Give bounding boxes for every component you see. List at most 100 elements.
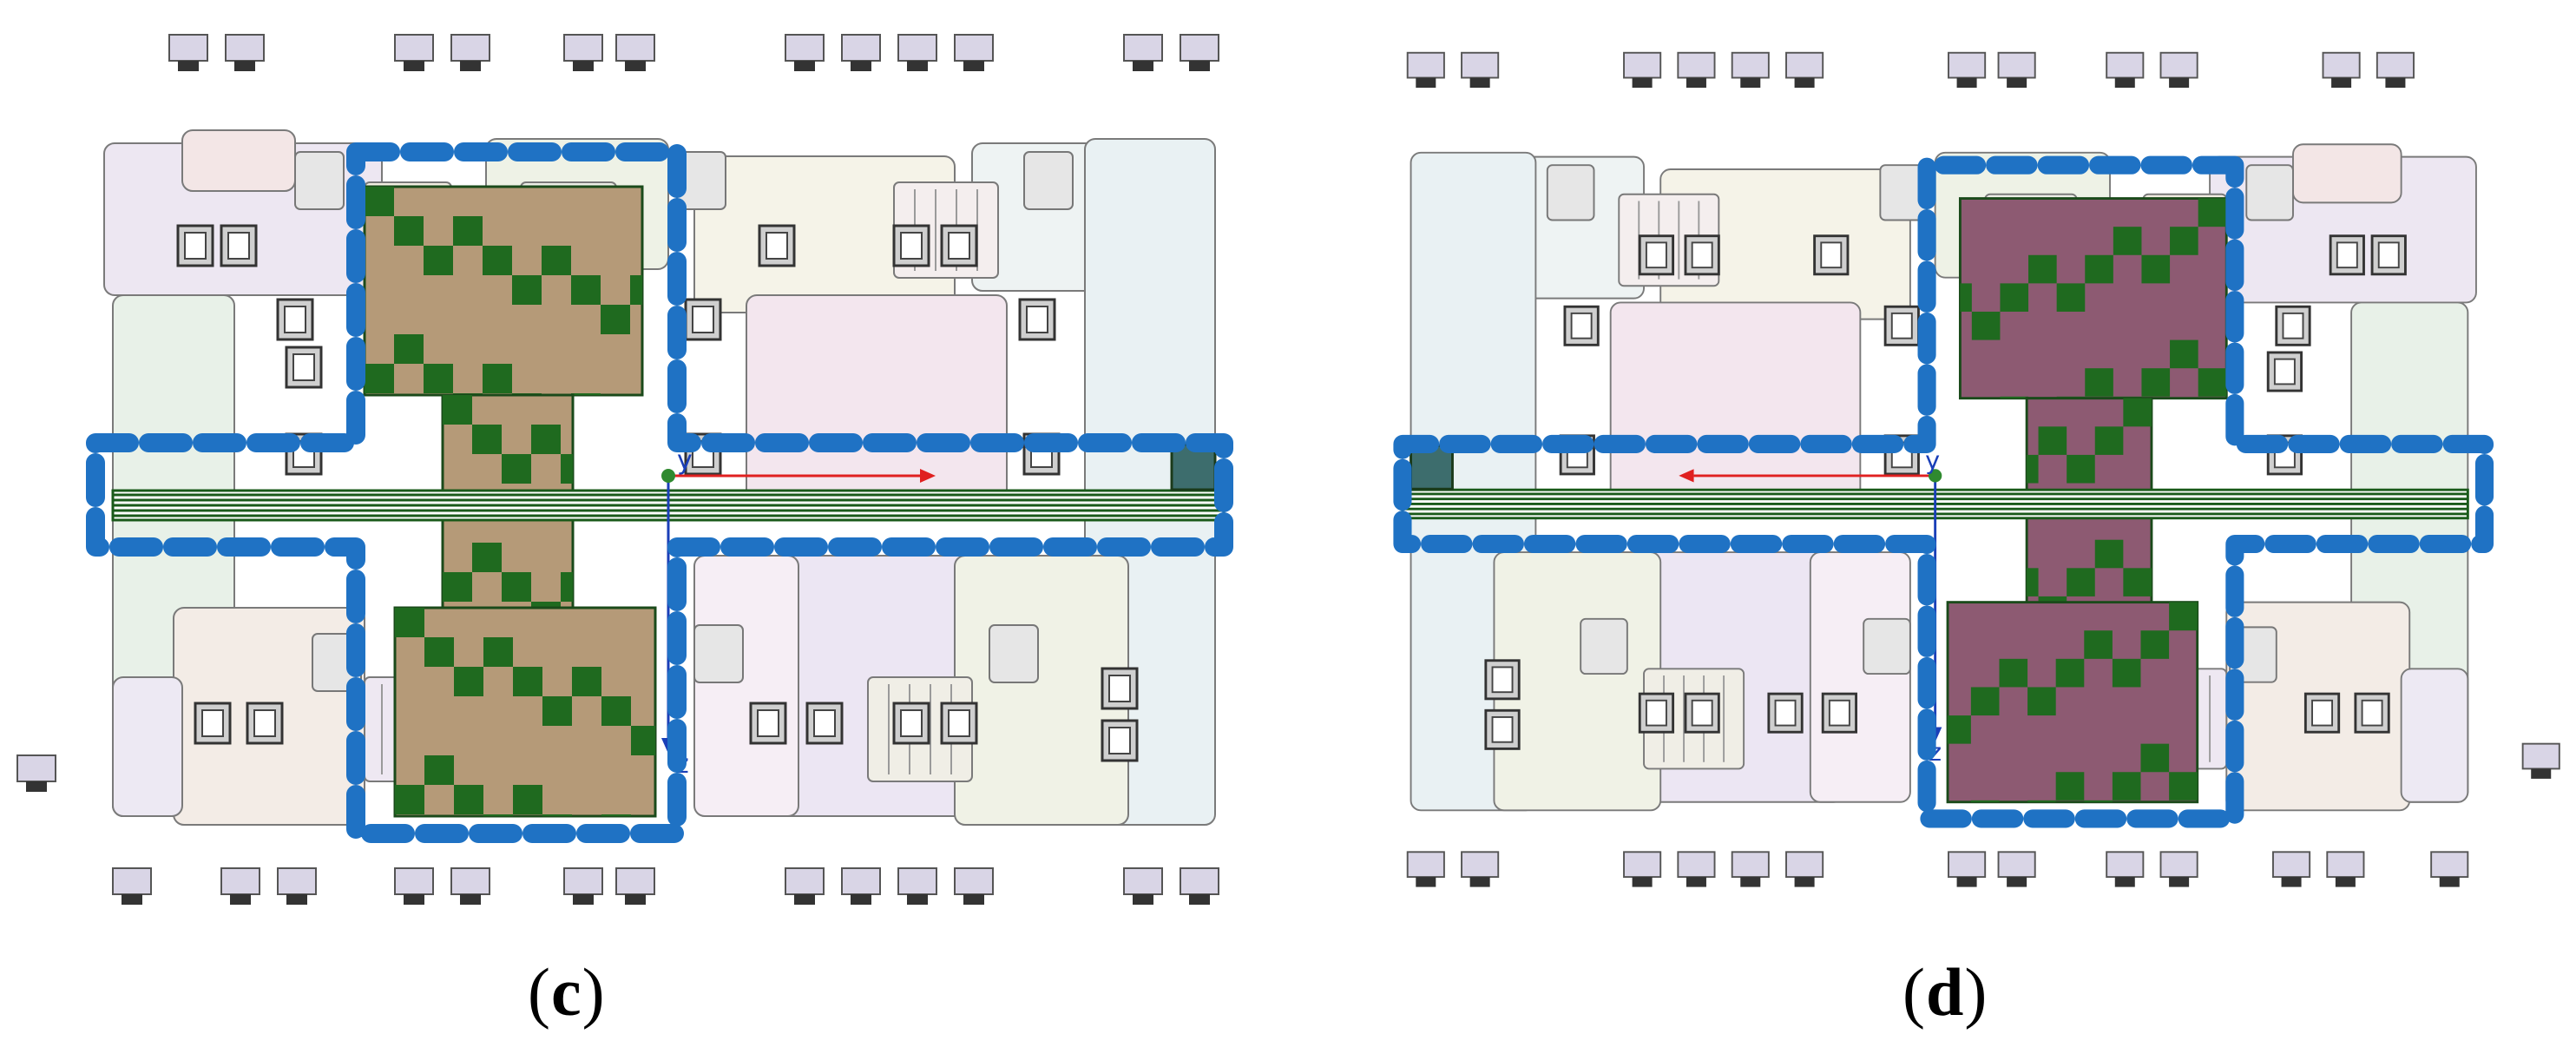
highlight-dashed-outline [86, 142, 1233, 843]
proof-mass-cell [2055, 658, 2085, 688]
capacitor-core [900, 709, 923, 737]
proof-mass-cell [513, 667, 542, 696]
bond-pad [1123, 867, 1163, 905]
sense-capacitor [2329, 234, 2365, 276]
capacitor-core [1570, 312, 1593, 339]
sense-capacitor [2266, 351, 2303, 392]
axis-origin [1928, 469, 1942, 483]
proof-mass-cell [571, 275, 601, 305]
proof-mass-cell [394, 334, 424, 364]
proof-mass-cell [395, 785, 424, 814]
proof-mass-cell [2094, 426, 2124, 455]
proof-mass-cell [2112, 658, 2141, 688]
bond-pad-body [1180, 867, 1219, 895]
bond-pad [897, 34, 937, 71]
bond-pad-contact [625, 61, 646, 71]
bond-pad [954, 867, 994, 905]
proof-mass-cell [631, 726, 655, 755]
proof-mass-cell [2085, 254, 2113, 284]
bond-pad-contact [122, 894, 142, 905]
sense-capacitor [1883, 305, 1920, 346]
sense-capacitor [2275, 305, 2311, 346]
bond-pad [2521, 742, 2560, 779]
bond-pad [225, 34, 265, 71]
capacitor-core [948, 232, 970, 260]
capacitor-core [1828, 699, 1850, 727]
bond-pad [450, 867, 490, 905]
capacitor-core [1890, 312, 1913, 339]
bond-pad [1677, 51, 1716, 89]
bond-pad-contact [963, 61, 984, 71]
proof-mass-cell [630, 275, 642, 305]
bond-pad-body [2106, 51, 2145, 79]
proof-mass-cell [454, 667, 483, 696]
bond-pad-contact [26, 781, 47, 792]
sense-capacitor [285, 346, 323, 389]
proof-mass-lower [1946, 601, 2199, 804]
proof-mass-cell [2113, 227, 2142, 255]
proof-mass [1946, 197, 2228, 804]
structure-block [1809, 551, 1911, 803]
capacitor-core [1491, 666, 1514, 694]
proof-mass-cell [483, 364, 512, 393]
bond-pad-contact [794, 61, 815, 71]
capacitor-core [227, 232, 250, 260]
bond-pad [1785, 851, 1824, 887]
sense-capacitor [749, 702, 787, 745]
capacitor-core [766, 232, 788, 260]
bond-pad-body [394, 867, 434, 895]
bond-pad-body [841, 34, 881, 62]
anchor-pad [989, 624, 1039, 683]
bond-pad-body [1461, 851, 1500, 879]
proof-mass-cell [561, 572, 573, 602]
bond-pad-body [2326, 851, 2365, 879]
proof-mass-cell [542, 696, 572, 726]
proof-mass-cell [2123, 398, 2152, 427]
bond-pad-contact [1686, 77, 1706, 89]
bond-pad [785, 34, 825, 71]
bond-pad-body [2106, 851, 2145, 879]
axis-origin [661, 469, 675, 483]
bond-pad-body [394, 34, 434, 62]
capacitor-core [1645, 241, 1667, 269]
bond-pad-contact [2531, 768, 2552, 779]
proof-mass-cell [2000, 283, 2029, 312]
bond-pad [1948, 851, 1987, 887]
capacitor-core [1108, 675, 1131, 702]
proof-mass-cell [2170, 339, 2198, 369]
bond-pad-body [563, 867, 603, 895]
bond-pad-body [1406, 51, 1445, 79]
capacitor-core [1820, 241, 1843, 269]
bond-pad-body [1731, 51, 1770, 79]
sense-capacitor [892, 224, 930, 267]
capacitor-core [1691, 699, 1713, 727]
proof-mass-upper [1958, 197, 2228, 400]
bond-pad-contact [2007, 877, 2027, 887]
bond-pad [1948, 51, 1987, 89]
bond-pad-body [1623, 51, 1662, 79]
proof-mass-cell [502, 572, 531, 602]
bond-pad-contact [1794, 77, 1815, 89]
sense-capacitor [2354, 692, 2390, 734]
bond-pad-body [2159, 851, 2198, 879]
sense-capacitor [1018, 298, 1056, 341]
bond-pad-contact [851, 894, 871, 905]
bond-pad-contact [1740, 877, 1761, 887]
sense-capacitor [1684, 234, 1720, 276]
bond-pad-body [785, 34, 825, 62]
structure-block [2292, 143, 2402, 204]
bond-pad [1785, 51, 1824, 89]
bond-pad-body [2272, 851, 2311, 879]
sense-capacitor [940, 224, 978, 267]
capacitor-core [900, 232, 923, 260]
bond-pad-body [450, 34, 490, 62]
bond-pad-contact [1632, 877, 1653, 887]
bond-pad [2326, 851, 2365, 887]
bond-pad-contact [286, 894, 307, 905]
bond-pad-body [615, 34, 655, 62]
proof-mass-cell [571, 393, 601, 395]
proof-mass-cell [483, 814, 513, 816]
bond-pad-body [841, 867, 881, 895]
capacitor-core [757, 709, 779, 737]
proof-mass-cell [2094, 539, 2124, 569]
